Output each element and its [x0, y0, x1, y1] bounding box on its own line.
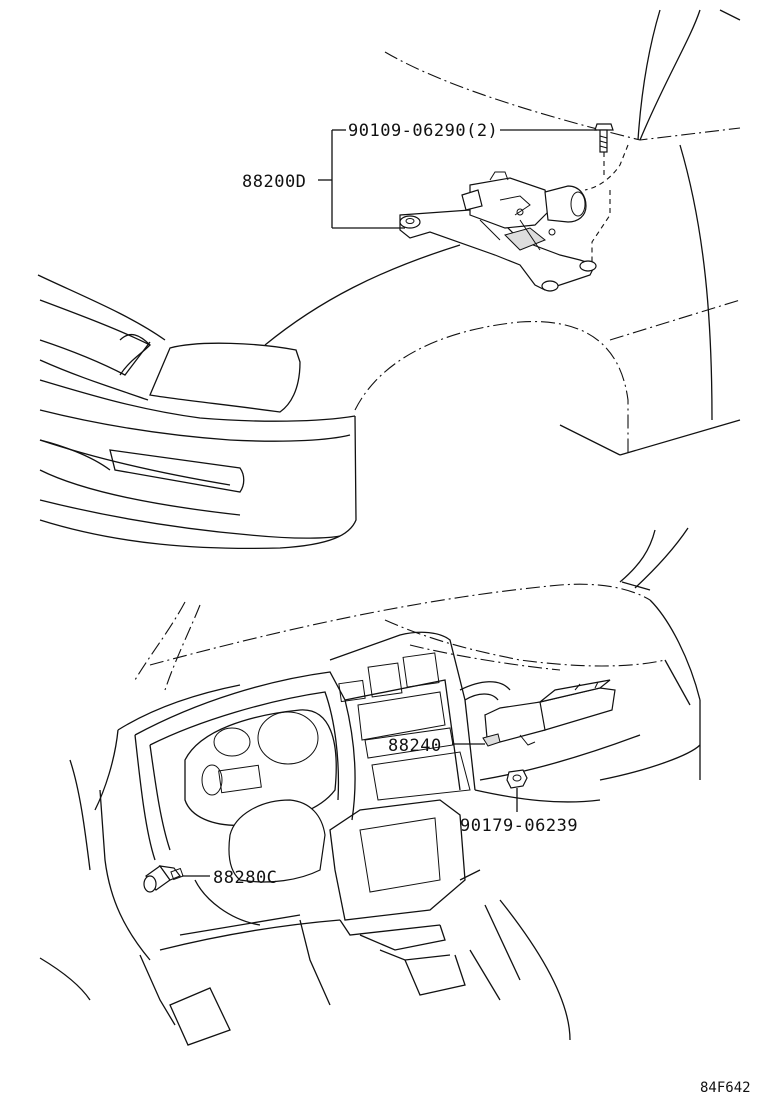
nut-part	[506, 769, 528, 789]
nut-part-number: 90179-06239	[460, 816, 578, 836]
computer-unit	[482, 679, 616, 747]
bolt-part	[594, 123, 614, 153]
figure-code: 84F642	[700, 1080, 751, 1096]
dashboard-outline	[39, 527, 701, 1046]
car-front-outline	[37, 9, 741, 550]
callout-88200D	[318, 129, 597, 229]
sensor-part-number: 88280C	[213, 868, 277, 888]
sensor-part	[143, 865, 184, 893]
wiper-motor-assembly	[399, 171, 597, 292]
motor-part-number: 88200D	[242, 172, 306, 192]
computer-part-number: 88240	[388, 736, 442, 756]
bolt-part-number: 90109-06290(2)	[348, 121, 498, 141]
